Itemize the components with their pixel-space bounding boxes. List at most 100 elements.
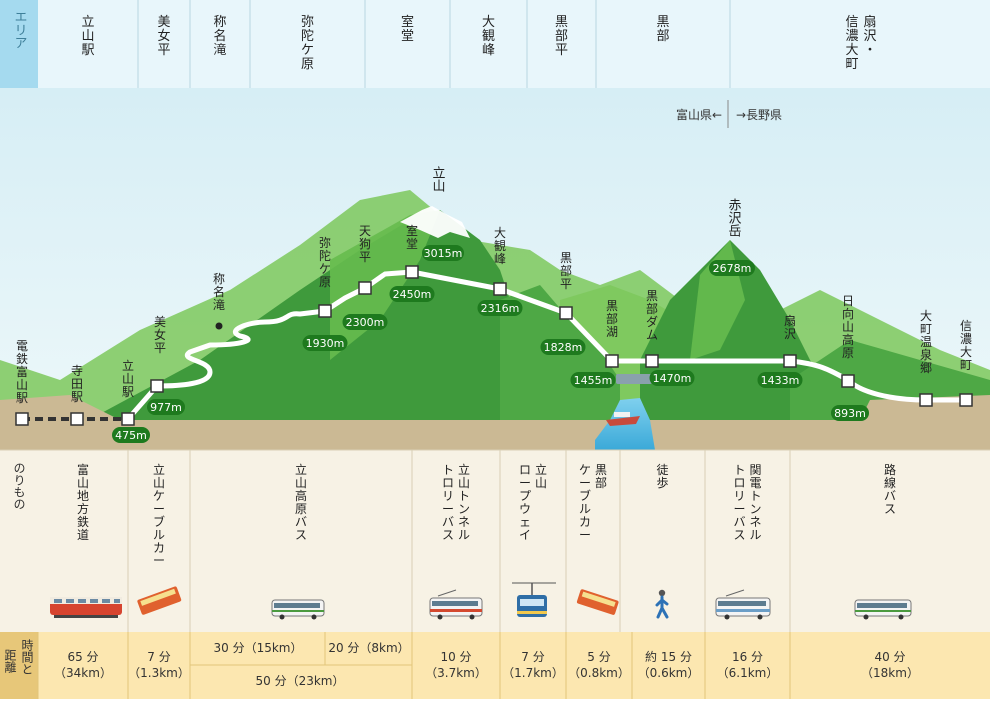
transport-name: トロリーバス: [733, 463, 745, 542]
peak-badge-tateyama: 3015m: [424, 247, 463, 260]
vehicle-icons: [50, 582, 912, 620]
distance-value: （34km）: [54, 666, 112, 680]
time-label-cell: [0, 632, 38, 699]
transport-name: 徒歩: [656, 463, 668, 490]
area-name: 称名滝: [213, 15, 226, 58]
transport-name: 立山トンネル: [458, 462, 470, 542]
transport-name: ロープウェイ: [519, 463, 531, 542]
transport-name: ケーブルカー: [579, 463, 591, 542]
distance-value: （6.1km）: [717, 666, 779, 680]
station-marker: [493, 282, 507, 296]
time-value: 7 分: [147, 650, 170, 664]
altitude-badge: 2300m: [346, 316, 385, 329]
altitude-badge: 2450m: [393, 288, 432, 301]
area-name: 室堂: [401, 14, 414, 44]
ropeway-icon: [512, 582, 556, 617]
bus-time-top-left: 30 分（15km）: [214, 641, 303, 655]
time-value: 約 15 分: [645, 649, 692, 664]
area-name: 美女平: [157, 15, 170, 58]
altitude-badge-bg: [389, 286, 435, 302]
station-marker: [605, 354, 619, 368]
altitude-badge-bg: [147, 399, 185, 415]
area-name: 扇沢・: [863, 14, 876, 58]
distance-value: （1.3km）: [128, 666, 190, 680]
station-label: 天狗平: [359, 224, 371, 264]
distance-value: （0.6km）: [638, 666, 700, 680]
transport-name: 立山: [535, 462, 547, 490]
bus-icon-rosen: [854, 599, 912, 620]
cable-car-icon-tateyama: [137, 586, 182, 615]
peak-badges: 3015m 2678m: [422, 245, 755, 276]
altitude-badge: 1470m: [653, 372, 692, 385]
time-value: 5 分: [587, 650, 610, 664]
altitude-badge-bg: [477, 300, 523, 316]
station-marker: [405, 265, 419, 279]
station-marker: [559, 306, 573, 320]
altitude-badge: 893m: [834, 407, 866, 420]
distance-value: （18km）: [861, 666, 919, 680]
transport-name: 黒部: [595, 463, 607, 490]
area-name: 黒部: [656, 15, 669, 44]
area-header-label: エリア: [12, 10, 27, 49]
altitude-badge: 475m: [115, 429, 147, 442]
altitude-badge: 1455m: [574, 374, 613, 387]
transport-name: トロリーバス: [442, 463, 454, 542]
time-label-line1: 時間と: [20, 639, 34, 675]
station-label: 大観峰: [494, 226, 506, 266]
altitude-badge-bg: [540, 339, 586, 355]
transport-name: 立山高原バス: [295, 462, 307, 542]
trolleybus-icon-kanden: [715, 589, 771, 620]
altitude-badge: 1433m: [761, 374, 800, 387]
altitude-badge: 977m: [150, 401, 182, 414]
distance-value: （0.8km）: [568, 666, 630, 680]
station-marker: [318, 304, 332, 318]
altitude-badge-bg: [342, 314, 388, 330]
transport-name: 立山ケーブルカー: [153, 462, 165, 568]
station-label: 寺田駅: [71, 364, 83, 404]
area-header: [0, 0, 990, 88]
prefecture-toyama: 富山県←: [676, 107, 722, 122]
station-marker: [645, 354, 659, 368]
time-value: 7 分: [521, 650, 544, 664]
peak-badge-akazawa: 2678m: [713, 262, 752, 275]
transport-name: 関電トンネル: [749, 463, 761, 542]
main-mountains: [70, 210, 990, 450]
time-value: 65 分: [67, 650, 98, 664]
station-label: 日向山高原: [842, 294, 854, 360]
altitude-badge-bg: [757, 372, 803, 388]
station-marker: [150, 379, 164, 393]
time-value: 10 分: [440, 650, 471, 664]
station-label: 大町温泉郷: [920, 309, 932, 375]
peak-label-akazawa: 赤沢岳: [726, 198, 742, 237]
transport-columns: 富山地方鉄道立山ケーブルカー立山高原バス立山トンネルトロリーバス立山ロープウェイ…: [77, 450, 896, 632]
station-label: 黒部平: [560, 251, 572, 291]
train-icon: [50, 597, 122, 618]
viewpoint-dot: [215, 322, 223, 330]
station-marker: [783, 354, 797, 368]
distance-value: （1.7km）: [502, 666, 564, 680]
bus-time-total: 50 分（23km）: [256, 674, 345, 688]
altitude-badge-bg: [649, 370, 695, 386]
peak-label-tateyama: 立山: [430, 166, 446, 192]
station-label: 美女平: [154, 315, 166, 355]
cable-car-icon-kurobe: [576, 589, 619, 615]
bus-icon-kogen: [271, 599, 325, 620]
transport-label: のりもの: [12, 462, 26, 510]
dam-wall: [616, 374, 652, 384]
walking-person-icon: [655, 589, 669, 619]
altitude-badge-bg: [570, 372, 616, 388]
area-header-label-cell: [0, 0, 38, 88]
station-marker: [358, 281, 372, 295]
station-label: 弥陀ケ原: [319, 235, 331, 289]
altitude-badge: 1828m: [544, 341, 583, 354]
station-label: 立山駅: [122, 358, 134, 399]
distance-value: （3.7km）: [425, 666, 487, 680]
peak-badge-akazawa-bg: [709, 260, 755, 276]
altitude-badge-bg: [112, 427, 150, 443]
stations: 電鉄富山駅寺田駅立山駅475m美女平977m称名滝弥陀ケ原1930m天狗平230…: [15, 223, 973, 443]
time-band: [0, 632, 990, 699]
station-label: 黒部湖: [606, 299, 618, 339]
